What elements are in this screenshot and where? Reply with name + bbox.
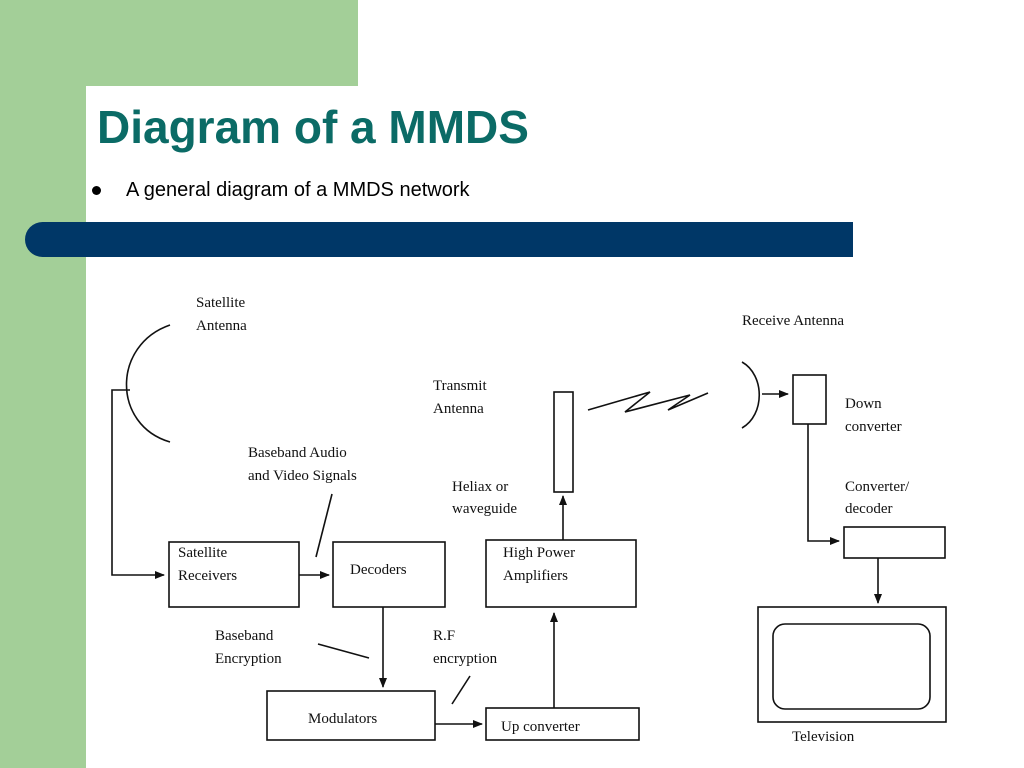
baseband-signals-label-line: and Video Signals: [248, 468, 357, 484]
high-power-amplifiers-box: [485, 539, 637, 608]
baseband-signals-label-line: Baseband Audio: [248, 445, 347, 461]
satellite-antenna-icon: [125, 324, 171, 443]
heliax-label-line: Heliax or: [452, 479, 508, 495]
rf-encryption-pointer: [451, 675, 471, 705]
modulators-label: Modulators: [308, 711, 377, 727]
bullet-text: A general diagram of a MMDS network: [126, 178, 470, 201]
rf-encryption-label-line: R.F: [433, 628, 455, 644]
baseband-encryption-label-line: Encryption: [215, 651, 282, 667]
decoders-box: [332, 541, 446, 608]
converter-decoder-label-line: decoder: [845, 501, 892, 517]
divider-bar: [25, 222, 853, 257]
bullet-item: A general diagram of a MMDS network: [90, 176, 470, 204]
transmit-antenna-label-line: Antenna: [433, 401, 484, 417]
receive-antenna-icon: [741, 361, 761, 429]
baseband-signals-label: Baseband Audio and Video Signals: [248, 445, 357, 484]
satellite-antenna-label-line: Antenna: [196, 318, 247, 334]
heliax-label-line: waveguide: [452, 501, 517, 517]
down-converter-label: Down converter: [845, 396, 902, 435]
up-converter-box: [485, 707, 640, 741]
transmit-antenna-label: Transmit Antenna: [433, 378, 490, 417]
converter-decoder-box: [843, 526, 946, 559]
wireless-signal-icon: [587, 391, 709, 413]
baseband-encryption-label-line: Baseband: [215, 628, 274, 644]
modulators-box: [266, 690, 436, 741]
high-power-amplifiers-label-line: Amplifiers: [503, 568, 568, 584]
satellite-receivers-label: Satellite Receivers: [178, 545, 237, 584]
accent-band-left: [0, 0, 86, 768]
slide-title: Diagram of a MMDS: [97, 101, 529, 153]
heliax-label: Heliax or waveguide: [452, 479, 517, 517]
downconverter-to-decoder-line: [807, 424, 840, 545]
bullet-dot-icon: [92, 185, 101, 195]
high-power-amplifiers-label-line: High Power: [503, 545, 575, 561]
rf-encryption-label: R.F encryption: [433, 628, 498, 667]
high-power-amplifiers-label: High Power Amplifiers: [503, 545, 579, 584]
television-screen: [772, 623, 931, 710]
baseband-encryption-label: Baseband Encryption: [215, 628, 282, 667]
down-converter-label-line: Down: [845, 396, 882, 412]
satellite-receivers-label-line: Receivers: [178, 568, 237, 584]
converter-decoder-label-line: Converter/: [845, 479, 910, 495]
decoders-label: Decoders: [350, 562, 407, 578]
down-converter-box: [792, 374, 827, 425]
converter-decoder-label: Converter/ decoder: [845, 479, 913, 517]
transmit-antenna-label-line: Transmit: [433, 378, 487, 394]
rf-encryption-label-line: encryption: [433, 651, 498, 667]
receive-antenna-label: Receive Antenna: [742, 313, 844, 329]
antenna-feed-line: [111, 389, 165, 579]
baseband-signals-pointer: [315, 493, 333, 558]
satellite-antenna-label: Satellite Antenna: [196, 295, 249, 334]
up-converter-label: Up converter: [501, 719, 580, 735]
transmit-antenna-icon: [553, 391, 574, 493]
accent-band-top: [0, 0, 358, 86]
satellite-receivers-label-line: Satellite: [178, 545, 227, 561]
down-converter-label-line: converter: [845, 419, 902, 435]
satellite-antenna-label-line: Satellite: [196, 295, 245, 311]
television-label: Television: [792, 729, 855, 745]
satellite-receivers-box: [168, 541, 300, 608]
baseband-encryption-pointer: [317, 643, 370, 659]
